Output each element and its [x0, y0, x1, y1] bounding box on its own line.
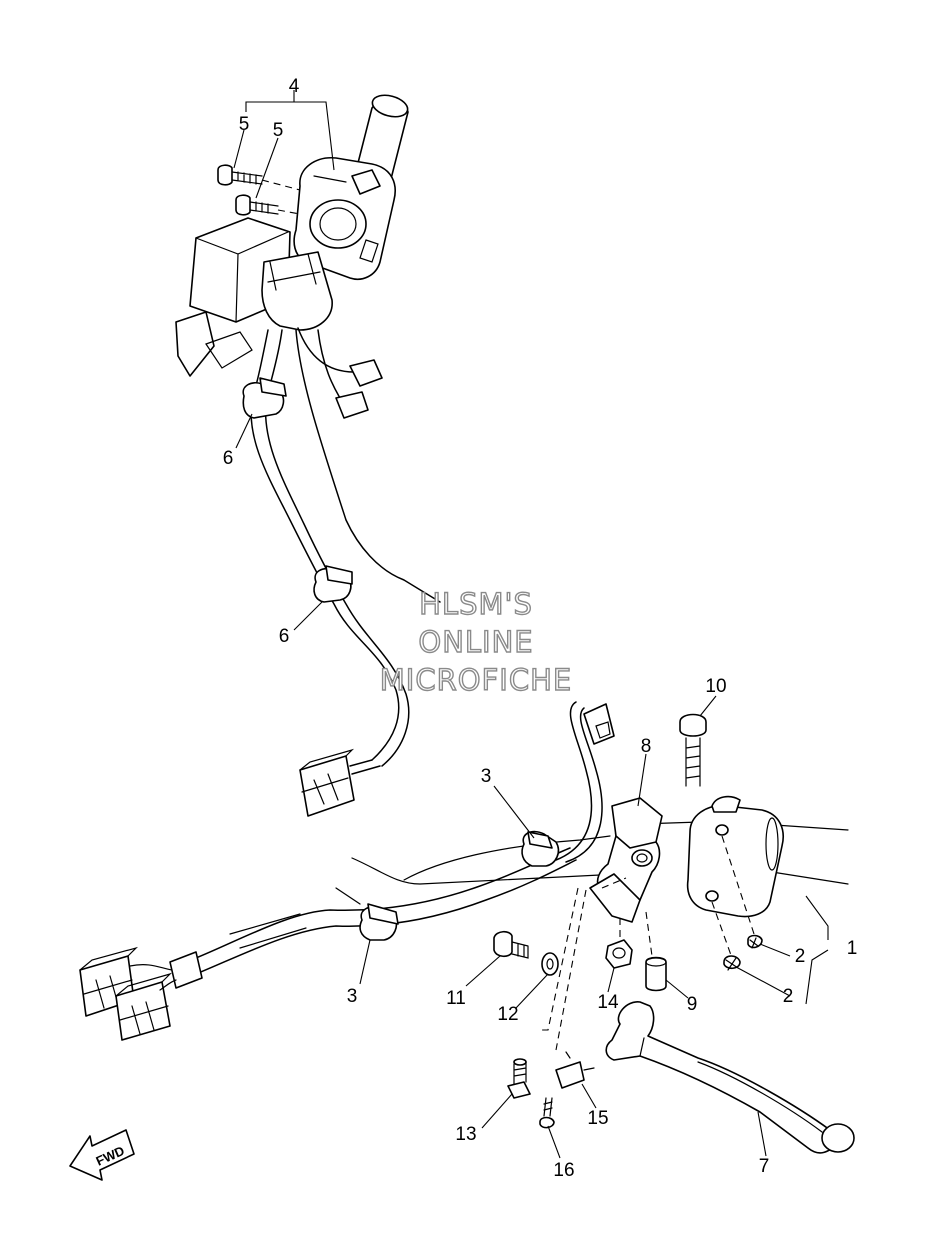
watermark-line-3: MICROFICHE	[380, 663, 572, 697]
callout-12: 12	[497, 1004, 518, 1025]
leader-lines	[233, 90, 829, 1159]
callout-2b: 2	[783, 986, 794, 1007]
callout-16: 16	[553, 1160, 574, 1181]
watermark-line-1: HLSM'S	[419, 587, 533, 621]
callout-14: 14	[597, 992, 619, 1013]
callout-7: 7	[759, 1156, 770, 1177]
callout-15: 15	[587, 1108, 608, 1129]
callout-6b: 6	[279, 626, 290, 647]
callout-5b: 5	[273, 120, 284, 141]
watermark: HLSM'S ONLINE MICROFICHE	[379, 586, 572, 697]
callout-9: 9	[687, 994, 698, 1015]
callout-6a: 6	[223, 448, 234, 469]
lower-handlebar-assembly	[79, 701, 855, 1154]
upper-handle-switch-assembly	[175, 94, 441, 817]
callout-11: 11	[446, 988, 466, 1009]
callout-2a: 2	[795, 946, 806, 967]
callout-3a: 3	[481, 766, 492, 787]
fwd-arrow: FWD	[69, 1129, 135, 1181]
callout-4: 4	[289, 76, 300, 97]
callout-10: 10	[705, 676, 726, 697]
callout-5a: 5	[239, 114, 250, 135]
callout-1: 1	[847, 938, 858, 959]
callout-8: 8	[641, 736, 652, 757]
callout-13: 13	[455, 1124, 476, 1145]
callout-labels: 4 5 5 6 6 10 8 3 1 2 2 3 11 12 14 9 15 1…	[223, 76, 858, 1181]
watermark-line-2: ONLINE	[418, 625, 533, 659]
callout-3b: 3	[347, 986, 358, 1007]
